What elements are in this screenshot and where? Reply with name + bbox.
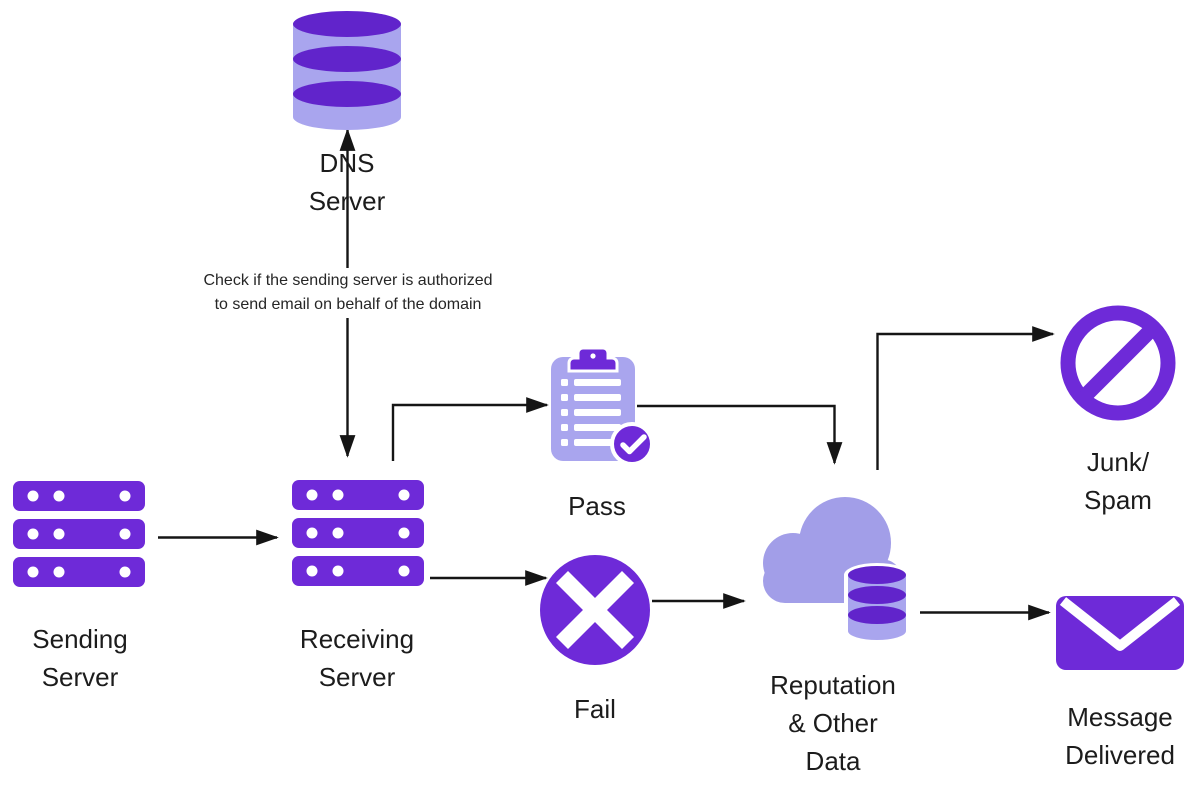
database-icon [293, 11, 401, 130]
dns-check-annotation: Check if the sending server is authorize… [197, 268, 499, 318]
prohibition-icon [1060, 305, 1176, 421]
edge-receiving-to-pass [391, 397, 549, 461]
pass-label: Pass [568, 491, 626, 521]
edge-pass-to-reputation [637, 404, 843, 465]
receiving-server-label: Receiving Server [299, 624, 415, 692]
server-icon-receiving [292, 480, 424, 586]
cloud-database-icon [763, 497, 910, 643]
small-database-icon [844, 563, 910, 643]
envelope-icon [1056, 596, 1184, 670]
edge-reputation-to-junk [876, 326, 1055, 470]
sending-server-label: Sending Server [32, 624, 128, 692]
reputation-label: Reputation & Other Data [770, 670, 896, 776]
junk-spam-label: Junk/ Spam [1084, 447, 1152, 515]
fail-label: Fail [574, 694, 616, 724]
message-delivered-label: Message Delivered [1065, 702, 1175, 770]
x-circle-icon [540, 555, 650, 665]
clipboard-check-icon [551, 346, 654, 466]
server-icon-sending [13, 481, 145, 587]
dns-server-label: DNS Server [308, 148, 386, 216]
